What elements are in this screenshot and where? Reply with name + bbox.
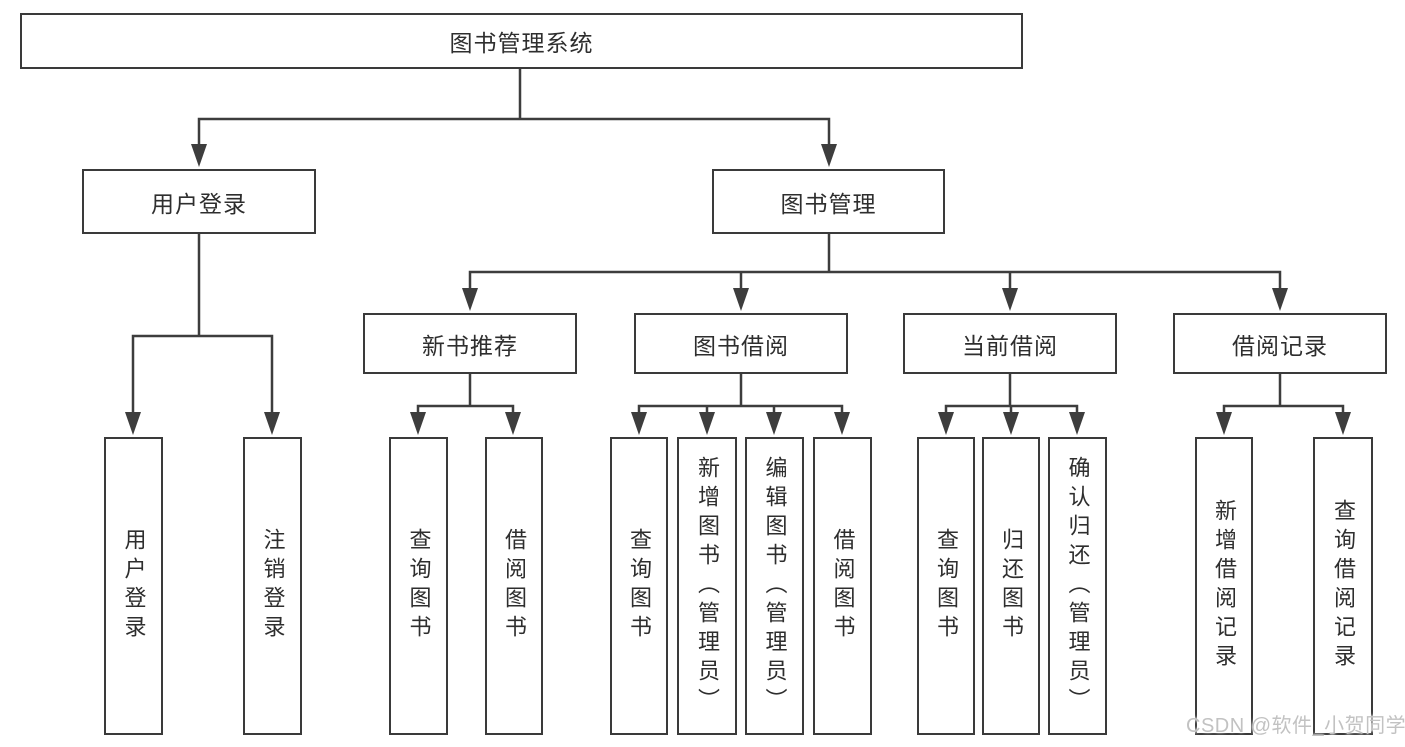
arrowhead-icon bbox=[410, 412, 426, 435]
arrowhead-icon bbox=[264, 412, 280, 435]
arrowhead-icon bbox=[505, 412, 521, 435]
arrowhead-icon bbox=[462, 288, 478, 311]
arrowhead-icon bbox=[938, 412, 954, 435]
arrowhead-icon bbox=[1003, 412, 1019, 435]
arrowhead-icon bbox=[1272, 288, 1288, 311]
arrowhead-icon bbox=[1216, 412, 1232, 435]
node-root: 图书管理系统 bbox=[20, 13, 1023, 69]
arrowhead-icon bbox=[631, 412, 647, 435]
node-borrow-records: 借阅记录 bbox=[1173, 313, 1387, 374]
arrowhead-icon bbox=[766, 412, 782, 435]
arrowhead-icon bbox=[834, 412, 850, 435]
node-new-book-recommend: 新书推荐 bbox=[363, 313, 577, 374]
arrowhead-icon bbox=[699, 412, 715, 435]
arrowhead-icon bbox=[1335, 412, 1351, 435]
arrowhead-icon bbox=[125, 412, 141, 435]
node-book-management: 图书管理 bbox=[712, 169, 945, 234]
leaf-borrow-books: 借阅图书 bbox=[813, 437, 872, 735]
leaf-user-login: 用户登录 bbox=[104, 437, 163, 735]
leaf-add-borrow-record: 新增借阅记录 bbox=[1195, 437, 1253, 735]
arrowhead-icon bbox=[733, 288, 749, 311]
leaf-edit-book-admin: 编辑图书（管理员） bbox=[745, 437, 804, 735]
node-current-borrow: 当前借阅 bbox=[903, 313, 1117, 374]
arrowheads bbox=[125, 144, 1351, 435]
leaf-borrow-books-recommend: 借阅图书 bbox=[485, 437, 543, 735]
arrowhead-icon bbox=[1069, 412, 1085, 435]
arrowhead-icon bbox=[191, 144, 207, 167]
watermark: CSDN @软件_小贺同学 bbox=[1186, 715, 1405, 737]
leaf-query-books-current: 查询图书 bbox=[917, 437, 975, 735]
leaf-query-books-borrow: 查询图书 bbox=[610, 437, 668, 735]
leaf-logout: 注销登录 bbox=[243, 437, 302, 735]
leaf-return-book: 归还图书 bbox=[982, 437, 1040, 735]
node-user-login: 用户登录 bbox=[82, 169, 316, 234]
arrowhead-icon bbox=[1002, 288, 1018, 311]
leaf-confirm-return-admin: 确认归还（管理员） bbox=[1048, 437, 1107, 735]
leaf-add-book-admin: 新增图书（管理员） bbox=[677, 437, 737, 735]
leaf-query-books-recommend: 查询图书 bbox=[389, 437, 448, 735]
leaf-query-borrow-record: 查询借阅记录 bbox=[1313, 437, 1373, 735]
node-book-borrow: 图书借阅 bbox=[634, 313, 848, 374]
arrowhead-icon bbox=[821, 144, 837, 167]
